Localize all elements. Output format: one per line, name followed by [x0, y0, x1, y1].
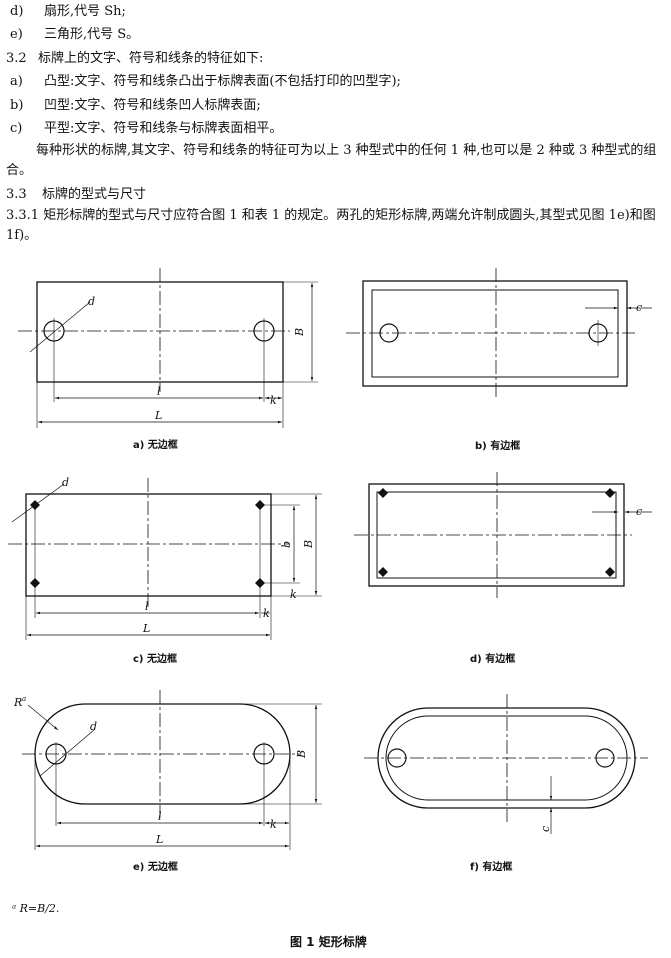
label-l-e: l — [158, 810, 162, 823]
label-k-c: k — [263, 607, 270, 620]
label-k2-c: k — [290, 588, 297, 601]
label-k-a: k — [270, 394, 277, 407]
paragraph-combination: 每种形状的标牌,其文字、符号和线条的特征可为以上 3 种型式中的任何 1 种,也… — [6, 143, 657, 178]
subcaption-d: d) 有边框 — [470, 652, 515, 665]
label-l-a: l — [157, 385, 161, 398]
list-item-d: d)扇形,代号 Sh; — [10, 4, 126, 19]
label-c-f: c — [539, 826, 552, 832]
label-d-e: d — [90, 720, 97, 733]
label-L-e: L — [155, 833, 163, 846]
label-b-c: b — [280, 541, 293, 548]
label-c-d: c — [636, 505, 642, 518]
footnote: ᵃ R=B/2. — [12, 902, 59, 915]
figure-caption: 图 1 矩形标牌 — [290, 934, 367, 949]
subcaption-c: c) 无边框 — [133, 652, 177, 665]
subcaption-e: e) 无边框 — [133, 860, 178, 873]
list-item-a: a)凸型:文字、符号和线条凸出于标牌表面(不包括打印的凹型字); — [10, 74, 401, 89]
diagram-f — [364, 694, 648, 834]
diagram-e — [22, 690, 322, 850]
label-R-e: R — [13, 696, 22, 709]
subcaption-a: a) 无边框 — [133, 438, 178, 451]
diagram-b — [346, 268, 652, 398]
label-d-a: d — [88, 295, 95, 308]
label-c-b: c — [636, 301, 642, 314]
label-L-a: L — [154, 409, 162, 422]
label-B-e: B — [295, 750, 308, 759]
mounting-point-markers — [30, 488, 615, 588]
label-B-a: B — [293, 328, 306, 337]
paragraph-3-3-1: 3.3.1 矩形标牌的型式与尺寸应符合图 1 和表 1 的规定。两孔的矩形标牌,… — [6, 208, 656, 243]
list-item-e: e)三角形,代号 S。 — [10, 27, 140, 42]
label-a-star-e: a — [22, 695, 26, 703]
label-k-e: k — [270, 818, 277, 831]
label-l-c: l — [145, 600, 149, 613]
label-B-c: B — [302, 540, 315, 549]
subcaption-b: b) 有边框 — [475, 439, 520, 452]
list-item-c: c)平型:文字、符号和线条与标牌表面相平。 — [10, 121, 283, 136]
diagram-d — [354, 472, 652, 598]
list-item-b: b)凹型:文字、符号和线条凹人标牌表面; — [10, 98, 261, 113]
subcaption-f: f) 有边框 — [470, 860, 512, 873]
diagram-a — [18, 268, 318, 428]
diagram-c — [8, 478, 322, 640]
label-L-c: L — [142, 622, 150, 635]
label-d-c: d — [62, 476, 69, 489]
